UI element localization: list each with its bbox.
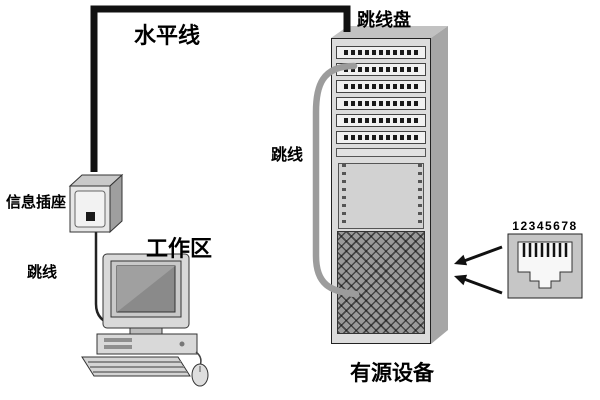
drive-bay bbox=[104, 338, 132, 342]
rj45-cavity bbox=[517, 241, 573, 289]
active-equipment-vent-grid bbox=[337, 231, 425, 334]
label-patch-cord-left: 跳线 bbox=[27, 264, 58, 281]
patch-panel-unit bbox=[336, 131, 426, 144]
monitor-neck bbox=[129, 327, 163, 335]
patch-panel-unit bbox=[336, 97, 426, 110]
rack-top-face bbox=[331, 26, 448, 38]
label-patch-cord-middle: 跳线 bbox=[271, 147, 304, 164]
label-rj45-pin-numbers: 12345678 bbox=[512, 219, 578, 233]
arrow-head bbox=[454, 254, 468, 266]
info-outlet-device bbox=[68, 173, 124, 234]
label-info-outlet: 信息插座 bbox=[6, 194, 67, 211]
outlet-inner-plate bbox=[74, 190, 106, 228]
label-patch-panel: 跳线盘 bbox=[357, 10, 411, 30]
patch-panel-unit bbox=[336, 114, 426, 127]
patch-panel-unit bbox=[336, 80, 426, 93]
arrow-head bbox=[454, 274, 468, 286]
pointer-arrows bbox=[454, 245, 503, 295]
rack-side-face bbox=[431, 26, 448, 344]
patch-panel-unit bbox=[336, 63, 426, 76]
workstation-computer bbox=[81, 253, 209, 387]
outlet-jack-hole bbox=[86, 212, 95, 221]
rj45-jack bbox=[507, 233, 583, 299]
mouse bbox=[191, 363, 209, 387]
arrow-line bbox=[463, 245, 503, 263]
horizontal-cable-line bbox=[90, 5, 351, 172]
power-button bbox=[179, 341, 185, 347]
label-work-area: 工作区 bbox=[146, 236, 213, 261]
screen-glare bbox=[117, 266, 175, 312]
arrow-line bbox=[463, 277, 503, 295]
label-horizontal-cable: 水平线 bbox=[134, 23, 201, 48]
rack-patch-cord-line bbox=[312, 62, 360, 298]
rack-rails-section bbox=[338, 163, 424, 229]
patch-panel-unit bbox=[336, 46, 426, 59]
blank-panel bbox=[336, 148, 426, 157]
drive-bay bbox=[104, 345, 132, 349]
equipment-rack bbox=[331, 38, 431, 344]
label-active-equipment: 有源设备 bbox=[350, 362, 434, 385]
